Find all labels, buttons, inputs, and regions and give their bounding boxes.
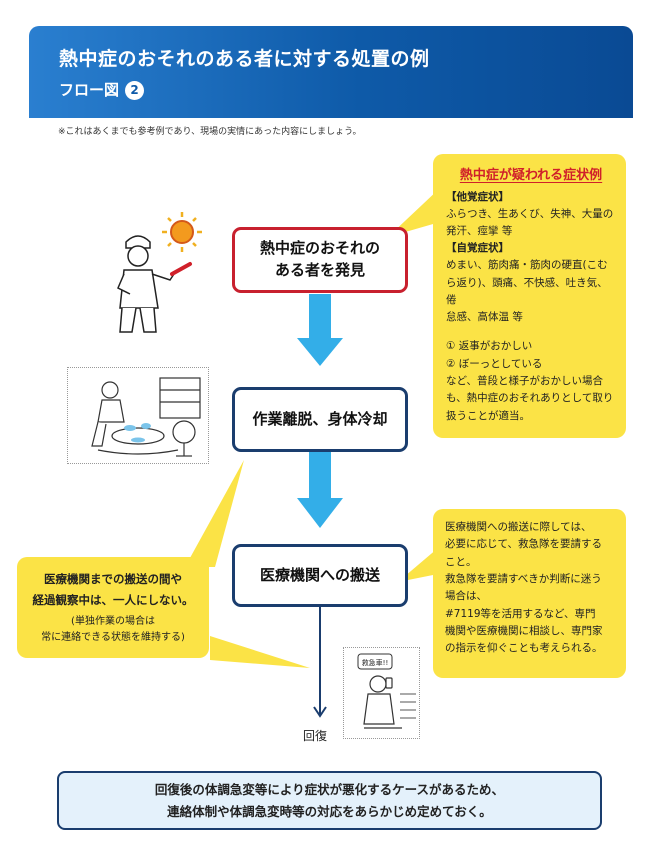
- worker-figure: [117, 212, 202, 333]
- recovery-line: [313, 607, 327, 718]
- observe-callout-tail-lower: [210, 636, 310, 668]
- reference-note: ※これはあくまでも参考例であり、現場の実情にあった内容にしましょう。: [58, 127, 362, 137]
- subtitle-text: フロー図: [59, 81, 120, 99]
- symptoms-callout-tail: [388, 188, 440, 237]
- step-transport: 医療機関への搬送: [232, 544, 408, 607]
- symptoms-callout: 熱中症が疑われる症状例 【他覚症状】 ふらつき、生あくび、失神、大量の 発汗、痙…: [433, 154, 626, 438]
- bottom-notice-text: 回復後の体調急変等により症状が悪化するケースがあるため、 連絡体制や体調急変時等…: [154, 781, 505, 819]
- worker-heat-illustration: [100, 208, 212, 336]
- down-arrow-1: [297, 294, 343, 366]
- self-symptoms-header: 【自覚症状】: [446, 242, 509, 255]
- ambulance-call-illustration: 救急車!!: [343, 647, 420, 739]
- self-symptoms-text: めまい、筋肉痛・筋肉の硬直(こむ ら返り)、頭痛、不快感、吐き気、倦 怠感、高体…: [446, 259, 608, 324]
- observe-sub-text: (単独作業の場合は 常に連絡できる状態を維持する): [41, 616, 185, 644]
- cooling-illustration: [67, 367, 209, 464]
- page-subtitle: フロー図 2: [59, 79, 145, 100]
- observe-callout: 医療機関までの搬送の間や 経過観察中は、一人にしない。 (単独作業の場合は 常に…: [17, 557, 209, 658]
- extra-signs-text: ① 返事がおかしい ② ぼーっとしている など、普段と様子がおかしい場合 も、熱…: [446, 340, 614, 422]
- step-discover-label: 熱中症のおそれの ある者を発見: [259, 239, 380, 279]
- transport-callout: 医療機関への搬送に際しては、 必要に応じて、救急隊を要請する こと。 救急隊を要…: [433, 509, 626, 678]
- transport-note-text: 医療機関への搬送に際しては、 必要に応じて、救急隊を要請する こと。 救急隊を要…: [445, 521, 603, 655]
- step-cooling: 作業離脱、身体冷却: [232, 387, 408, 452]
- step-discover: 熱中症のおそれの ある者を発見: [232, 227, 408, 293]
- sun-icon: [162, 212, 202, 252]
- page-title: 熱中症のおそれのある者に対する処置の例: [59, 48, 430, 70]
- bottom-notice: 回復後の体調急変等により症状が悪化するケースがあるため、 連絡体制や体調急変時等…: [57, 771, 602, 830]
- observe-main-text: 医療機関までの搬送の間や 経過観察中は、一人にしない。: [32, 572, 194, 607]
- other-symptoms-header: 【他覚症状】: [446, 191, 509, 203]
- transport-callout-tail: [398, 548, 438, 582]
- cooling-figure: [91, 377, 201, 457]
- observe-callout-tail-upper: [185, 460, 244, 567]
- recovery-label: 回復: [303, 729, 328, 743]
- number-badge: 2: [125, 81, 145, 100]
- symptoms-title: 熱中症が疑われる症状例: [459, 168, 603, 183]
- other-symptoms-text: ふらつき、生あくび、失神、大量の 発汗、痙攣 等: [446, 207, 614, 238]
- step-cooling-label: 作業離脱、身体冷却: [252, 409, 388, 428]
- phone-call-figure: 救急車!!: [357, 653, 416, 729]
- step-transport-label: 医療機関への搬送: [259, 565, 380, 584]
- header-banner: 熱中症のおそれのある者に対する処置の例 フロー図 2: [29, 26, 633, 118]
- down-arrow-2: [297, 452, 343, 528]
- sign-text: 救急車!!: [362, 658, 389, 667]
